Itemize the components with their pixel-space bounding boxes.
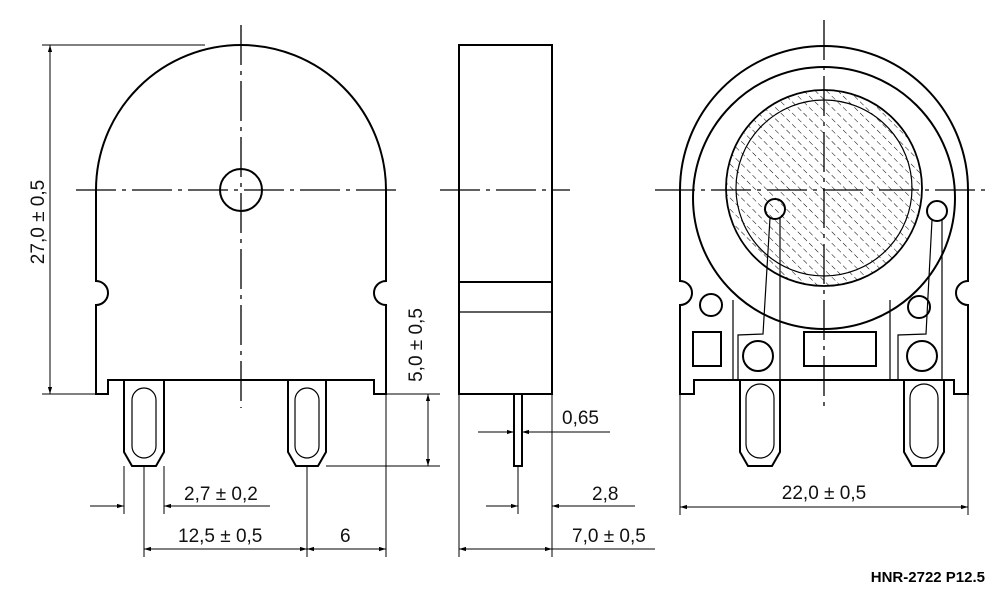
front-view — [76, 25, 400, 467]
dim-pin-pitch: 12,5 ± 0,5 — [178, 526, 262, 547]
rear-pin-right — [903, 380, 945, 467]
dim-pin-thickness: 0,65 — [562, 408, 599, 429]
side-dimensions: 0,65 2,8 7,0 ± 0,5 — [458, 394, 655, 557]
dim-pin-offset: 6 — [340, 526, 351, 547]
front-dimensions: 27,0 ± 0,5 5,0 ± 0,5 2,7 ± 0,2 12,5 ± 0,… — [28, 44, 440, 557]
dim-depth: 7,0 ± 0,5 — [572, 526, 646, 547]
pin-right — [287, 380, 327, 467]
pin-left — [123, 380, 165, 467]
dim-pin-width: 2,7 ± 0,2 — [184, 484, 258, 505]
rear-dimensions: 22,0 ± 0,5 — [679, 394, 969, 515]
dim-pin-height: 5,0 ± 0,5 — [406, 308, 427, 382]
dim-width: 22,0 ± 0,5 — [782, 483, 866, 504]
part-code: HNR-2722 P12.5 — [871, 569, 985, 586]
dim-height: 27,0 ± 0,5 — [28, 180, 49, 264]
dim-pin-position: 2,8 — [592, 484, 618, 505]
rear-view — [655, 20, 990, 467]
rear-pin-left — [739, 380, 781, 467]
side-pin — [513, 393, 523, 467]
